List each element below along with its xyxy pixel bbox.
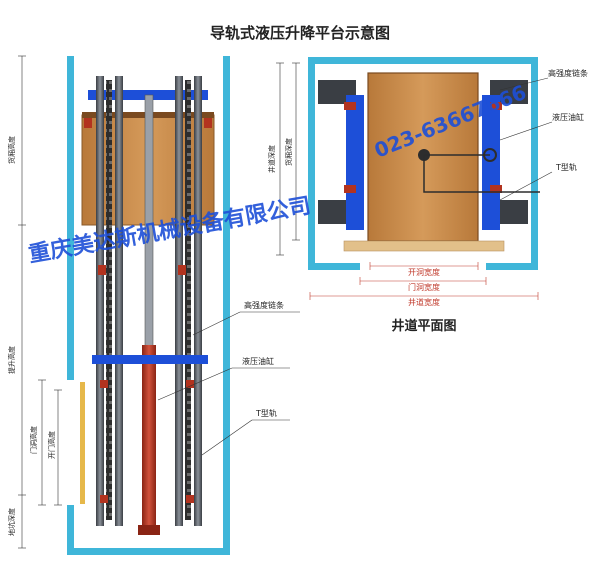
plan-wall-bottom-left — [308, 263, 360, 270]
plan-cylinder-label: 液压油缸 — [552, 112, 584, 122]
shaft-wall-left — [67, 56, 74, 548]
pit-depth-label: 地坑深度 — [7, 508, 16, 536]
plan-view: 井道深度 货厢深度 开洞宽度 门洞宽度 井道宽度 高强度链条 液压油缸 T型轨 … — [267, 57, 588, 334]
t-rail-4 — [194, 76, 202, 526]
sprocket-2 — [204, 118, 212, 128]
plan-title: 井道平面图 — [391, 318, 456, 334]
plan-opening-width-label: 开洞宽度 — [408, 267, 440, 277]
elev-t-rail-label: T型轨 — [255, 408, 277, 418]
sprocket-5 — [100, 380, 108, 388]
elev-chain-label: 高强度链条 — [244, 300, 284, 310]
plan-car-depth-label: 货厢深度 — [284, 138, 293, 166]
chain-right — [185, 80, 191, 520]
plan-wall-right — [531, 57, 538, 270]
plan-dimensions — [276, 62, 300, 256]
middle-crossbar — [92, 355, 208, 364]
chain-left — [106, 80, 112, 520]
plan-sprocket-3 — [490, 102, 502, 110]
t-rail-1 — [96, 76, 104, 526]
plan-width-dimensions — [309, 262, 539, 300]
elevation-view: 货厢高度 提升高度 门洞高度 开门高度 地坑深度 高强度链条 液压油缸 T型轨 — [7, 55, 300, 555]
shaft-door-height-label: 门洞高度 — [29, 426, 38, 454]
sprocket-4 — [178, 265, 186, 275]
hydraulic-cylinder-base — [138, 525, 160, 535]
plan-wall-bottom-right — [486, 263, 538, 270]
sprocket-3 — [98, 265, 106, 275]
hydraulic-cylinder-body — [142, 345, 156, 535]
plan-sprocket-1 — [344, 102, 356, 110]
door-frame-yellow — [80, 382, 85, 504]
plan-chain-label: 高强度链条 — [548, 68, 588, 78]
elev-cylinder-label: 液压油缸 — [242, 356, 274, 366]
plan-frame-left — [346, 95, 364, 230]
plan-frame-right — [482, 95, 500, 230]
door-height-label: 开门高度 — [47, 431, 56, 459]
lift-height-label: 提升高度 — [7, 346, 16, 374]
plan-hydraulic-pipe-2 — [423, 155, 540, 193]
sprocket-8 — [186, 495, 194, 503]
t-rail-2 — [115, 76, 123, 526]
plan-platform-plank — [343, 240, 505, 252]
plan-wall-left — [308, 57, 315, 270]
plan-sprocket-2 — [344, 185, 356, 193]
plan-sprocket-4 — [490, 185, 502, 193]
plan-shaft-width-label: 井道宽度 — [408, 297, 440, 307]
plan-leaders — [499, 77, 553, 201]
sprocket-1 — [84, 118, 92, 128]
diagram-title: 导轨式液压升降平台示意图 — [210, 24, 390, 42]
shaft-wall-right — [223, 56, 230, 548]
sprocket-6 — [186, 380, 194, 388]
sprocket-7 — [100, 495, 108, 503]
plan-t-rail-label: T型轨 — [555, 162, 577, 172]
platform-height-label: 货厢高度 — [7, 136, 16, 164]
t-rail-3 — [175, 76, 183, 526]
plan-shaft-depth-label: 井道深度 — [267, 145, 276, 173]
elevation-leaders — [157, 311, 300, 456]
door-opening — [67, 380, 74, 505]
elevation-dimensions — [18, 55, 62, 549]
shaft-wall-bottom — [67, 548, 230, 555]
plan-door-width-label: 门洞宽度 — [408, 282, 440, 292]
plan-wall-top — [308, 57, 538, 64]
